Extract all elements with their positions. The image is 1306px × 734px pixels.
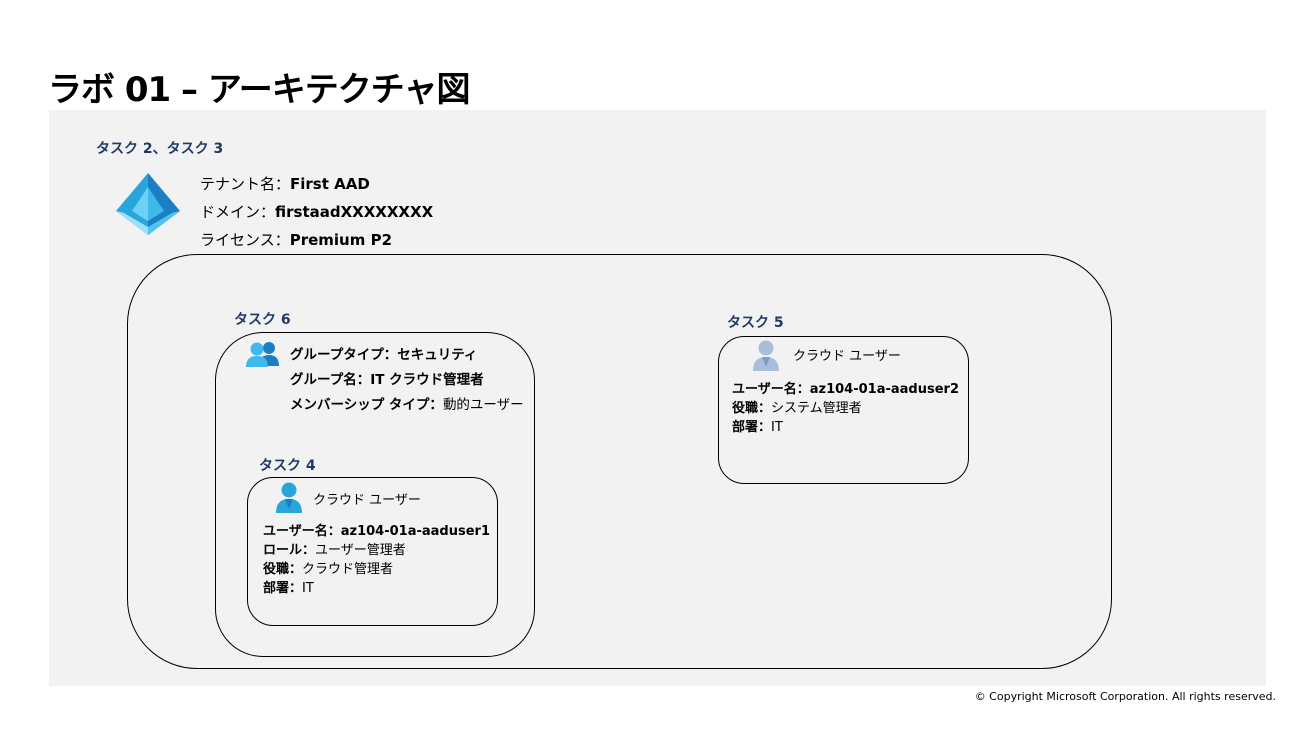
tenant-domain-line: ドメイン：firstaadXXXXXXXX: [200, 201, 433, 222]
copyright-notice: © Copyright Microsoft Corporation. All r…: [974, 690, 1276, 703]
user2-dept-value: IT: [771, 420, 783, 435]
user1-dept-key: 部署：: [263, 581, 303, 596]
group-container: [215, 332, 535, 657]
group-membership-key: メンバーシップ タイプ：: [290, 397, 443, 413]
tenant-license-line: ライセンス：Premium P2: [200, 229, 392, 250]
user2-heading: クラウド ユーザー: [793, 349, 901, 364]
task-label-user1: タスク 4: [259, 458, 316, 474]
user1-heading: クラウド ユーザー: [313, 493, 421, 508]
user1-role-value: ユーザー管理者: [315, 543, 406, 558]
tenant-license-value: Premium P2: [289, 231, 393, 249]
user1-job-line: 役職：クラウド管理者: [263, 560, 393, 579]
group-type-key: グループタイプ：: [290, 347, 398, 363]
user1-dept-value: IT: [302, 581, 314, 596]
user1-job-key: 役職：: [263, 562, 303, 577]
user1-card: [247, 477, 498, 626]
group-name-line: グループ名：IT クラウド管理者: [290, 371, 484, 390]
user1-username-key: ユーザー名：: [263, 524, 341, 539]
user2-job-line: 役職：システム管理者: [732, 399, 862, 418]
task-label-group: タスク 6: [234, 312, 291, 328]
group-type-line: グループタイプ：セキュリティ: [290, 346, 477, 365]
user2-username-line: ユーザー名：az104-01a-aaduser2: [732, 380, 959, 399]
tenant-license-key: ライセンス：: [200, 231, 290, 249]
user2-job-value: システム管理者: [771, 401, 862, 416]
user2-dept-line: 部署：IT: [732, 418, 783, 437]
tenant-domain-key: ドメイン：: [200, 203, 276, 221]
group-membership-line: メンバーシップ タイプ：動的ユーザー: [290, 396, 524, 415]
group-name-key: グループ名：: [290, 372, 371, 388]
tenant-name-line: テナント名：First AAD: [200, 173, 370, 194]
user1-username-value: az104-01a-aaduser1: [340, 524, 490, 539]
user2-dept-key: 部署：: [732, 420, 772, 435]
slide-title: ラボ 01 – アーキテクチャ図: [48, 70, 470, 110]
user2-card: [718, 336, 969, 484]
user1-role-line: ロール：ユーザー管理者: [263, 541, 406, 560]
azure-ad-icon: [110, 173, 186, 237]
user1-job-value: クラウド管理者: [302, 562, 394, 577]
user-icon: [752, 340, 780, 372]
tenant-name-key: テナント名：: [200, 175, 291, 193]
group-type-value: セキュリティ: [397, 347, 478, 363]
user1-username-line: ユーザー名：az104-01a-aaduser1: [263, 522, 490, 541]
task-label-tenant: タスク 2、タスク 3: [96, 141, 224, 157]
user1-role-key: ロール：: [263, 543, 316, 558]
user-icon: [275, 482, 303, 514]
group-membership-value: 動的ユーザー: [442, 397, 524, 413]
diagram-canvas: [49, 110, 1266, 686]
task-label-user2: タスク 5: [727, 315, 784, 331]
tenant-container: [127, 254, 1112, 669]
user2-username-value: az104-01a-aaduser2: [809, 382, 959, 397]
tenant-name-value: First AAD: [290, 175, 370, 193]
user2-username-key: ユーザー名：: [732, 382, 810, 397]
user1-dept-line: 部署：IT: [263, 579, 314, 598]
group-name-value: IT クラウド管理者: [370, 372, 484, 388]
group-icon: [246, 340, 280, 368]
tenant-domain-value: firstaadXXXXXXXX: [275, 203, 434, 221]
user2-job-key: 役職：: [732, 401, 772, 416]
